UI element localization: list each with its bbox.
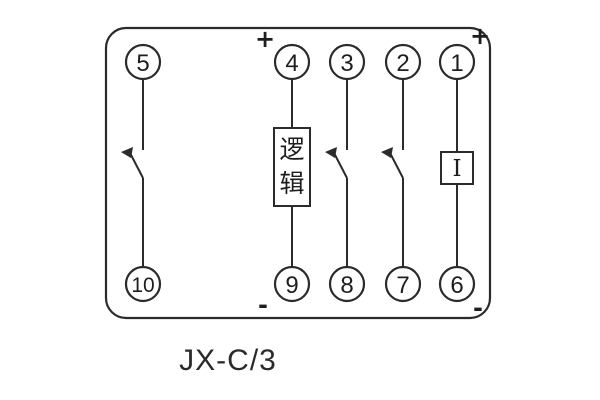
terminal-1: 1 [438,43,476,81]
terminal-2: 2 [384,43,422,81]
contact-arrow-icon [121,147,133,158]
terminal-label-4: 4 [285,50,298,77]
polarity-plus-top-left: + [255,25,275,53]
terminal-circle-7 [384,265,422,303]
terminal-4: 4 [273,43,311,81]
terminal-8: 8 [328,265,366,303]
terminal-label-1: 1 [450,50,463,77]
terminal-label-2: 2 [396,50,409,77]
terminal-label-6: 6 [450,272,463,299]
terminal-circle-9 [273,265,311,303]
diagram-title: JX-C/3 [179,344,277,377]
terminal-circle-1 [438,43,476,81]
terminal-label-3: 3 [340,50,353,77]
polarity-minus-bottom-right: - [473,294,483,322]
current-element-label: I [452,156,461,182]
logic-box [273,127,311,207]
contact-arrow-icon [381,147,393,158]
terminal-6: 6 [438,265,476,303]
terminal-label-8: 8 [340,272,353,299]
enclosure-border [104,26,492,320]
terminal-3: 3 [328,43,366,81]
terminal-circle-5 [124,43,162,81]
terminal-circle-2 [384,43,422,81]
logic-box-label-bottom: 辑 [279,169,304,198]
terminal-circle-10 [124,265,162,303]
terminal-label-9: 9 [285,272,298,299]
terminal-circle-3 [328,43,366,81]
terminal-10: 10 [124,265,162,303]
terminal-label-10: 10 [131,274,154,297]
terminal-9: 9 [273,265,311,303]
terminal-7: 7 [384,265,422,303]
polarity-minus-bottom-left: - [258,291,268,319]
terminal-circle-6 [438,265,476,303]
logic-box-label-top: 逻 [279,135,304,164]
terminal-label-5: 5 [136,50,149,77]
terminal-5: 5 [124,43,162,81]
contact-arrow-icon [325,147,337,158]
terminal-circle-4 [273,43,311,81]
terminal-label-7: 7 [396,272,409,299]
terminal-circle-8 [328,265,366,303]
polarity-plus-top-right: + [470,22,490,50]
